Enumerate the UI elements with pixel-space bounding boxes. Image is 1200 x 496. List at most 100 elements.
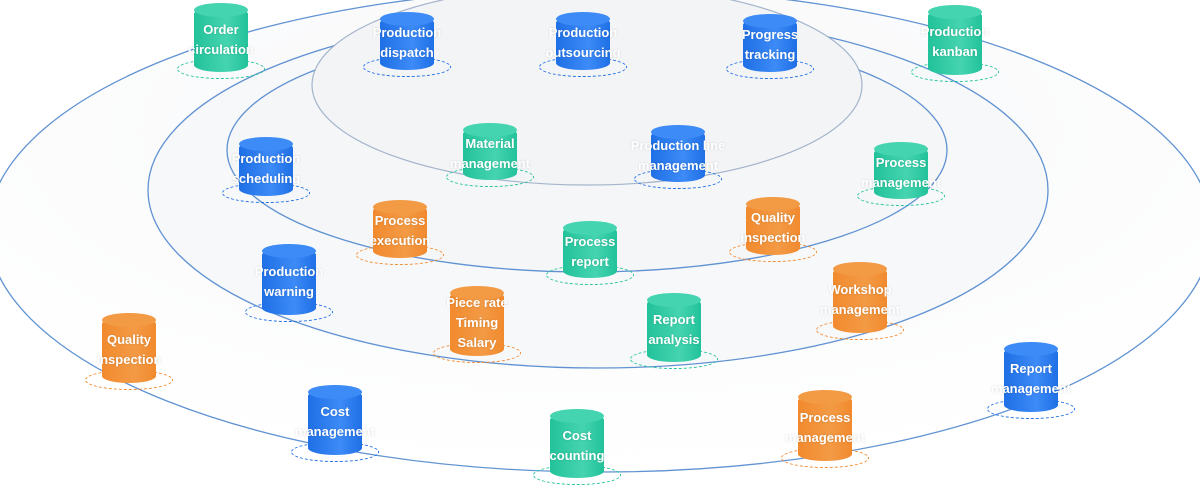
- node-label-line: Report: [1010, 361, 1052, 376]
- cylinder-body: [308, 389, 362, 455]
- module-node[interactable]: Production line management: [631, 125, 725, 189]
- node-label-line: circulation: [188, 41, 254, 57]
- node-label-line: management: [990, 381, 1072, 396]
- node-label-line: Workshop: [828, 281, 892, 297]
- cylinder-top: [746, 197, 800, 211]
- node-label-line: Timing: [455, 315, 499, 330]
- node-label-line: Production: [254, 263, 324, 279]
- module-node[interactable]: Process management: [781, 390, 869, 468]
- module-node[interactable]: Process execution: [356, 200, 444, 265]
- cylinder-top: [262, 244, 316, 258]
- module-node[interactable]: Order circulation: [177, 3, 265, 79]
- node-label-line: inspection: [740, 230, 806, 245]
- module-node[interactable]: Report management: [987, 342, 1075, 419]
- cylinder-top: [463, 123, 517, 137]
- cylinder-top: [380, 12, 434, 26]
- cylinder-body: [798, 394, 852, 461]
- cylinder-top: [743, 14, 797, 28]
- node-label: Report analysis: [617, 310, 731, 350]
- cylinder-top: [651, 125, 705, 139]
- cylinder-body: [262, 248, 316, 315]
- node-label-line: report: [571, 253, 609, 269]
- node-label-line: Production line: [630, 137, 726, 153]
- module-node[interactable]: Production dispatch: [363, 12, 451, 77]
- node-label-line: Piece rate: [446, 295, 508, 310]
- cylinder-top: [450, 286, 504, 300]
- cylinder-top: [556, 12, 610, 26]
- node-label-line: outsourcing: [545, 45, 621, 60]
- node-label-line: Progress: [741, 27, 799, 42]
- module-node[interactable]: Material management: [446, 123, 534, 187]
- cylinder-top: [239, 137, 293, 151]
- node-label: Material management: [433, 134, 547, 174]
- node-label-line: management: [449, 155, 531, 171]
- node-label-line: Salary: [457, 335, 497, 350]
- cylinder-body: [833, 266, 887, 333]
- cylinder-body: [550, 413, 604, 478]
- node-label-line: inspection: [96, 352, 162, 367]
- cylinder-body: [194, 7, 248, 72]
- node-label: Process report: [533, 232, 647, 272]
- node-label-line: management: [784, 429, 866, 445]
- node-label-line: analysis: [648, 331, 700, 347]
- node-label-line: Order: [203, 21, 239, 37]
- node-label-line: Report: [653, 311, 695, 327]
- cylinder-top: [102, 313, 156, 327]
- node-label-line: scheduling: [231, 170, 301, 186]
- module-node[interactable]: Production outsourcing: [539, 12, 627, 77]
- module-node[interactable]: Quality inspection: [85, 313, 173, 390]
- node-label-line: dispatch: [380, 45, 434, 60]
- node-label-line: counting: [549, 447, 605, 463]
- module-node[interactable]: Production scheduling: [222, 137, 310, 203]
- cylinder-top: [874, 142, 928, 156]
- cylinder-body: [928, 9, 982, 75]
- node-label-line: management: [294, 424, 376, 439]
- node-label: Quality inspection: [72, 330, 186, 370]
- node-label-line: Quality: [106, 332, 152, 347]
- module-node[interactable]: Process report: [546, 221, 634, 285]
- node-label-line: execution: [369, 233, 431, 248]
- node-label-line: Process: [564, 233, 616, 249]
- node-label: Production dispatch: [350, 23, 464, 63]
- node-label-line: management: [637, 157, 719, 173]
- node-label-line: Process: [374, 213, 426, 228]
- node-label: Order circulation: [164, 20, 278, 60]
- node-label: Production outsourcing: [526, 23, 640, 63]
- node-label-line: Production: [548, 25, 618, 40]
- node-label: Process execution: [343, 211, 457, 251]
- node-label: Report management: [974, 359, 1088, 399]
- node-label-line: Cost: [320, 404, 350, 419]
- cylinder-top: [928, 5, 982, 19]
- node-label-line: management: [860, 174, 942, 190]
- node-label-line: Material: [465, 135, 515, 151]
- module-node[interactable]: Cost management: [291, 385, 379, 462]
- module-node[interactable]: Report analysis: [630, 293, 718, 369]
- module-node[interactable]: Process management: [857, 142, 945, 206]
- node-label-line: Process: [875, 154, 927, 170]
- node-label: Production line management: [621, 136, 735, 176]
- node-label-line: Process: [799, 409, 851, 425]
- node-label-line: Production: [920, 24, 990, 39]
- node-label: Production scheduling: [209, 149, 323, 189]
- orbit-ring-inner: [311, 0, 863, 186]
- node-label: Cost management: [278, 402, 392, 442]
- node-label-line: Production: [231, 150, 301, 166]
- node-label: Process management: [844, 153, 958, 193]
- node-label-line: Production: [372, 25, 442, 40]
- cylinder-top: [194, 3, 248, 17]
- cylinder-body: [647, 297, 701, 362]
